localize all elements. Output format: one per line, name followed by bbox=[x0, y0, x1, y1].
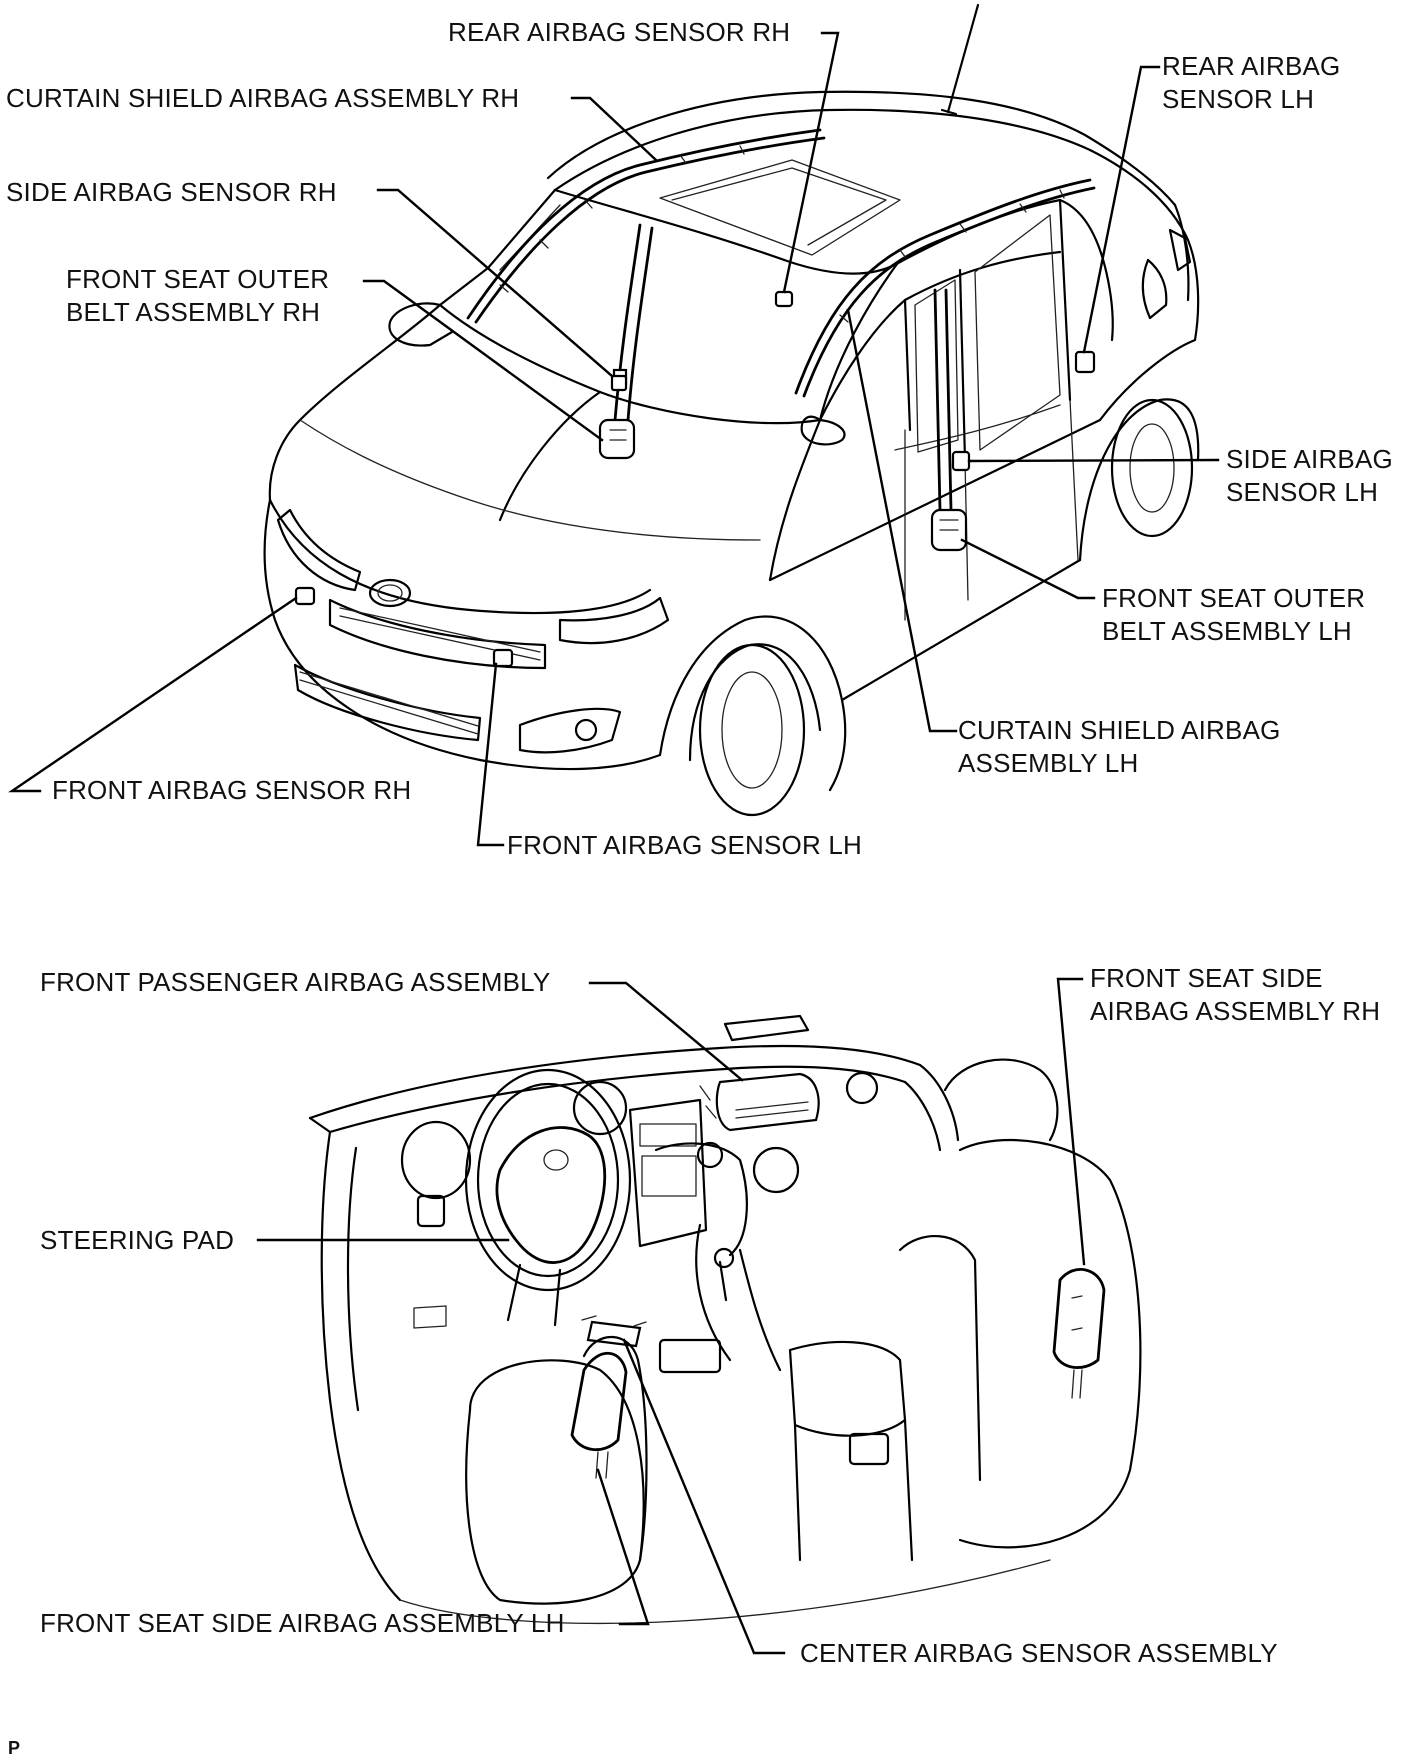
label-front-seat-outer-belt-lh: FRONT SEAT OUTER BELT ASSEMBLY LH bbox=[1102, 582, 1365, 648]
label-front-seat-side-airbag-lh: FRONT SEAT SIDE AIRBAG ASSEMBLY LH bbox=[40, 1608, 565, 1638]
label-curtain-shield-airbag-lh: CURTAIN SHIELD AIRBAG ASSEMBLY LH bbox=[958, 714, 1281, 780]
label-front-airbag-sensor-lh: FRONT AIRBAG SENSOR LH bbox=[507, 830, 862, 860]
curtain-shield-airbag-lh-part bbox=[794, 178, 1096, 398]
vehicle-illustration bbox=[263, 3, 1200, 817]
label-rear-airbag-sensor-lh: REAR AIRBAG SENSOR LH bbox=[1162, 50, 1340, 116]
label-line: FRONT SEAT OUTER bbox=[66, 264, 330, 294]
front-airbag-sensor-lh-part bbox=[492, 648, 514, 668]
corner-mark: P bbox=[8, 1738, 21, 1758]
steering-pad-part bbox=[495, 1126, 607, 1264]
front-seat-outer-belt-rh-part bbox=[598, 223, 654, 460]
front-seat-outer-belt-lh-part bbox=[930, 288, 968, 552]
front-passenger-airbag-part bbox=[699, 1072, 820, 1132]
label-side-airbag-sensor-rh: SIDE AIRBAG SENSOR RH bbox=[6, 177, 337, 207]
interior-illustration bbox=[308, 1014, 1142, 1625]
label-front-seat-side-airbag-rh: FRONT SEAT SIDE AIRBAG ASSEMBLY RH bbox=[1090, 962, 1380, 1028]
side-airbag-sensor-rh-part bbox=[610, 374, 628, 392]
label-curtain-shield-airbag-rh: CURTAIN SHIELD AIRBAG ASSEMBLY RH bbox=[6, 83, 520, 113]
label-steering-pad: STEERING PAD bbox=[40, 1225, 235, 1255]
label-line: BELT ASSEMBLY RH bbox=[66, 297, 321, 327]
label-side-airbag-sensor-lh: SIDE AIRBAG SENSOR LH bbox=[1226, 443, 1393, 509]
rear-airbag-sensor-rh-part bbox=[774, 290, 794, 308]
front-airbag-sensor-rh-part bbox=[294, 586, 316, 606]
label-line: CURTAIN SHIELD AIRBAG bbox=[958, 715, 1281, 745]
label-line: REAR AIRBAG bbox=[1162, 51, 1341, 81]
label-front-seat-outer-belt-rh: FRONT SEAT OUTER BELT ASSEMBLY RH bbox=[66, 263, 329, 329]
label-rear-airbag-sensor-rh: REAR AIRBAG SENSOR RH bbox=[448, 17, 791, 47]
label-front-passenger-airbag: FRONT PASSENGER AIRBAG ASSEMBLY bbox=[40, 967, 551, 997]
leader-lines bbox=[8, 31, 1220, 1655]
label-line: AIRBAG ASSEMBLY RH bbox=[1090, 996, 1381, 1026]
label-line: FRONT SEAT SIDE bbox=[1090, 963, 1323, 993]
curtain-shield-airbag-rh-part bbox=[466, 128, 826, 324]
front-seat-side-airbag-rh-part bbox=[1052, 1268, 1106, 1369]
rear-airbag-sensor-lh-part bbox=[1074, 350, 1096, 374]
label-line: BELT ASSEMBLY LH bbox=[1102, 616, 1352, 646]
side-airbag-sensor-lh-part bbox=[951, 450, 971, 472]
label-line: FRONT SEAT OUTER bbox=[1102, 583, 1366, 613]
label-line: SENSOR LH bbox=[1226, 477, 1379, 507]
label-front-airbag-sensor-rh: FRONT AIRBAG SENSOR RH bbox=[52, 775, 412, 805]
label-line: SIDE AIRBAG bbox=[1226, 444, 1393, 474]
label-line: SENSOR LH bbox=[1162, 84, 1315, 114]
label-line: ASSEMBLY LH bbox=[958, 748, 1139, 778]
label-center-airbag-sensor: CENTER AIRBAG SENSOR ASSEMBLY bbox=[800, 1638, 1278, 1668]
front-seat-side-airbag-lh-part bbox=[570, 1351, 628, 1451]
